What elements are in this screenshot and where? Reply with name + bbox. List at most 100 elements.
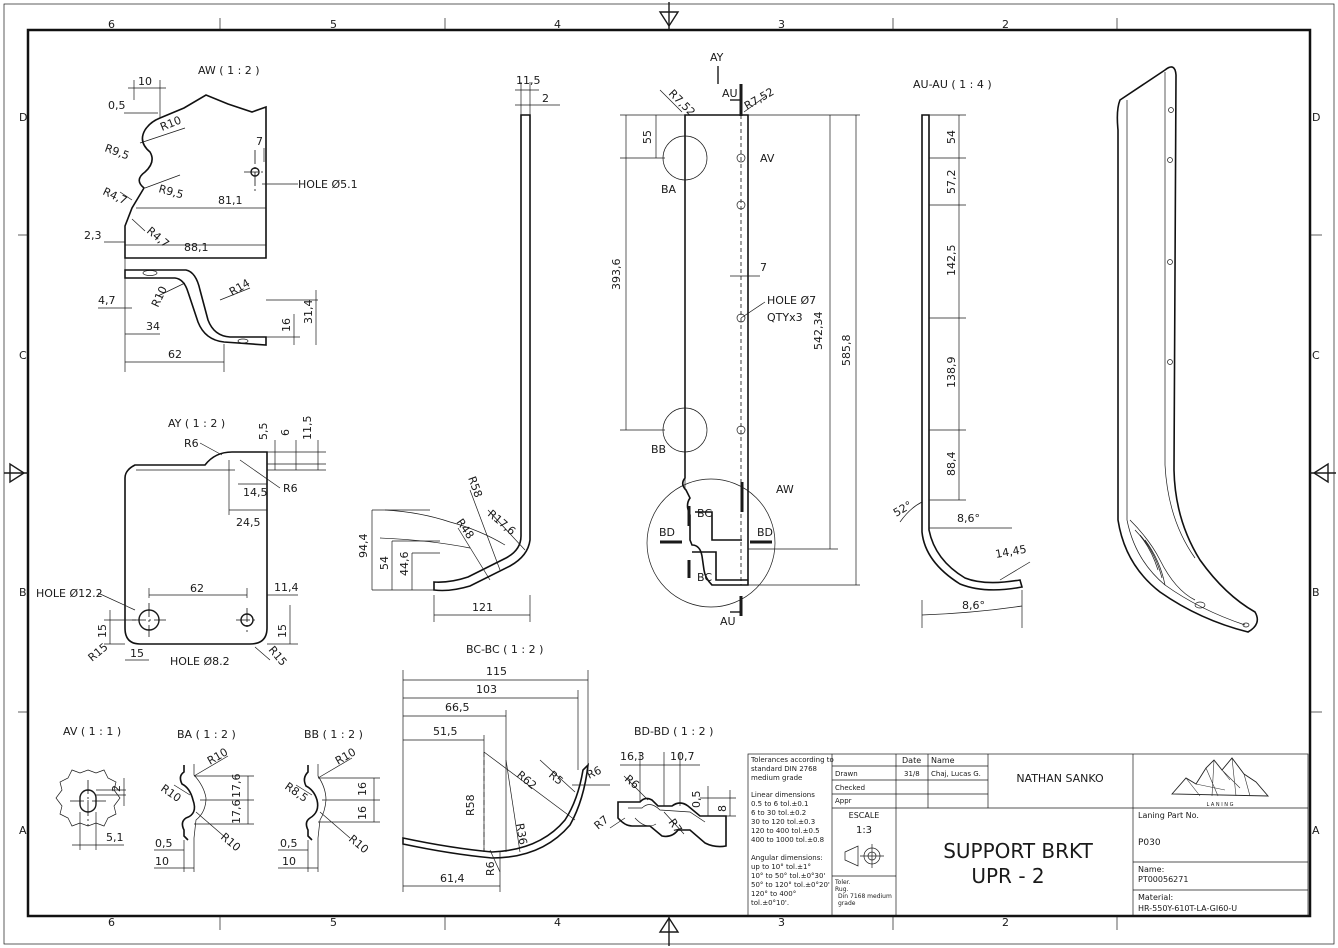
bcbc-dim-9: R6 [484, 861, 497, 876]
tb-scale-value: 1:3 [856, 825, 872, 836]
view-bb: BB ( 1 : 2 ) R10 R8,5 16 16 R10 0,5 10 [278, 728, 380, 872]
tb-toler-value: Din 7168 medium grade [838, 893, 892, 907]
front-hole-3 [736, 313, 746, 323]
zone-col-6-bottom: 6 [108, 916, 115, 929]
zone-row-d-right: D [1312, 111, 1320, 124]
side-dim-5: 94,4 [357, 534, 370, 559]
view-ay: AY ( 1 : 2 ) R6 5,5 6 11,5 [36, 416, 326, 669]
iso-holes [1167, 107, 1250, 628]
bdbd-dim-1: 10,7 [670, 750, 695, 763]
aw-dim-10: 7 [256, 135, 263, 148]
ay-dim-10: 15 [276, 624, 289, 638]
tb-toler-label: Toler. [834, 879, 851, 886]
ay-dim-6: 24,5 [236, 516, 261, 529]
bcbc-dim-7: R58 [464, 794, 477, 816]
ay-hole-small-label: HOLE Ø8.2 [170, 655, 230, 668]
zone-labels: 6 5 4 3 2 6 5 4 3 2 D C B A D C B A [19, 18, 1320, 929]
view-av: AV ( 1 : 1 ) 2 5,1 [55, 725, 126, 850]
bb-dim-5: 0,5 [280, 837, 298, 850]
tb-tol-line-5: 0.5 to 6 tol.±0.1 [751, 800, 808, 808]
bdbd-dim-0: 16,3 [620, 750, 645, 763]
bb-dim-0: R10 [333, 746, 358, 768]
front-outline [681, 114, 749, 586]
tb-tol-line-14: 50° to 120° tol.±0°20' [751, 881, 830, 889]
ba-dim-1: R10 [158, 782, 183, 805]
bdbd-dim-4: 8 [716, 805, 729, 812]
au-dim-3: 138,9 [945, 357, 958, 389]
au-dim-1: 57,2 [945, 170, 958, 195]
aw-dim-9: 88,1 [184, 241, 209, 254]
view-bdbd: BD-BD ( 1 : 2 ) 16,3 10,7 R6 0,5 8 R7 R7 [592, 725, 736, 848]
aw-dim-12: R10 [149, 284, 170, 309]
ay-dim-5: 14,5 [243, 486, 268, 499]
front-dim-0: R7,52 [666, 87, 698, 119]
tb-appr-label: Appr [835, 797, 852, 805]
ay-dim-7: 62 [190, 582, 204, 595]
view-bdbd-title: BD-BD ( 1 : 2 ) [634, 725, 713, 738]
sheet-frame: 6 5 4 3 2 6 5 4 3 2 D C B A D C B A [3, 2, 1336, 946]
projection-symbol-icon [844, 844, 884, 868]
ay-dim-9: 15 [96, 624, 109, 638]
aw-dim-6: R4,7 [144, 224, 172, 250]
ba-dim-6: 10 [155, 855, 169, 868]
front-label-ba: BA [661, 183, 677, 196]
bcbc-dim-8: R36 [513, 822, 530, 846]
front-hole-1 [736, 153, 746, 163]
tb-tol-line-2: medium grade [751, 774, 802, 782]
bb-dim-3: 16 [356, 806, 369, 820]
aw-hole-label: HOLE Ø5.1 [298, 178, 358, 191]
tb-name-value: PT00056271 [1138, 875, 1188, 884]
front-dim-6: 7 [760, 261, 767, 274]
zone-row-d: D [19, 111, 27, 124]
logo-text: L A N I N G [1207, 802, 1234, 808]
view-bcbc: BC-BC ( 1 : 2 ) 115 103 66,5 51,5 R62 R5… [402, 643, 610, 892]
aw-dim-16: 16 [280, 318, 293, 332]
front-section-bend [695, 511, 742, 541]
tb-tol-line-7: 30 to 120 tol.±0.3 [751, 818, 815, 826]
iso-hole-4 [1167, 359, 1173, 365]
tb-title-line1: SUPPORT BRKT [943, 839, 1093, 863]
aw-dim-15: R14 [227, 277, 252, 299]
bdbd-dim-5: R7 [592, 813, 612, 832]
side-dim-2: R58 [465, 475, 485, 500]
ba-dim-2: 17,6 [230, 774, 243, 799]
bdbd-profile [617, 797, 727, 848]
tb-part-no: P030 [1138, 838, 1161, 848]
av-dim-0: 2 [110, 785, 123, 792]
bcbc-dim-4: R62 [514, 768, 539, 792]
tb-tol-line-11: Angular dimensions: [751, 854, 823, 862]
front-dim-4: 542,34 [812, 312, 825, 351]
ay-dim-4: R6 [283, 482, 298, 495]
iso-hole-6 [1242, 622, 1250, 628]
bcbc-dim-6: R6 [585, 764, 604, 782]
ba-dim-0: R10 [205, 746, 230, 768]
front-label-bc1: BC [697, 507, 712, 520]
tb-tol-line-15: 120° to 400° [751, 890, 796, 898]
aw-dim-1: 0,5 [108, 99, 126, 112]
front-label-au-bottom: AU [720, 615, 736, 628]
centering-mark-bottom [658, 916, 680, 946]
front-label-ay: AY [710, 51, 724, 64]
tb-checked-label: Checked [835, 784, 865, 792]
zone-col-5: 5 [330, 18, 337, 31]
tb-tol-line-12: up to 10° tol.±1° [751, 863, 811, 871]
au-profile [921, 114, 1024, 591]
front-label-bd1: BD [659, 526, 675, 539]
zone-col-4-bottom: 4 [554, 916, 561, 929]
view-au: AU-AU ( 1 : 4 ) 54 57,2 142,5 138,9 88,4… [891, 78, 1031, 628]
front-label-aw: AW [776, 483, 794, 496]
side-dim-3: R17,6 [485, 507, 518, 538]
side-dim-0: 11,5 [516, 74, 541, 87]
tb-material-value: HR-550Y-610T-LA-GI60-U [1138, 904, 1237, 913]
tb-tolerances: Tolerances according to standard DIN 276… [750, 756, 834, 907]
view-front: AY AU AU AV BA BB AW BC BC BD BD HOLE Ø7… [610, 51, 860, 628]
tb-rug-label: Rug. [835, 886, 849, 893]
bb-dim-2: 16 [356, 782, 369, 796]
front-label-bb: BB [651, 443, 666, 456]
aw-dim-13: 34 [146, 320, 160, 333]
bb-dim-1: R8,5 [282, 780, 310, 805]
zone-col-3-bottom: 3 [778, 916, 785, 929]
centering-mark-left [4, 462, 28, 484]
view-aw-title: AW ( 1 : 2 ) [198, 64, 260, 77]
tb-scale-label: ESCALE [849, 811, 880, 820]
